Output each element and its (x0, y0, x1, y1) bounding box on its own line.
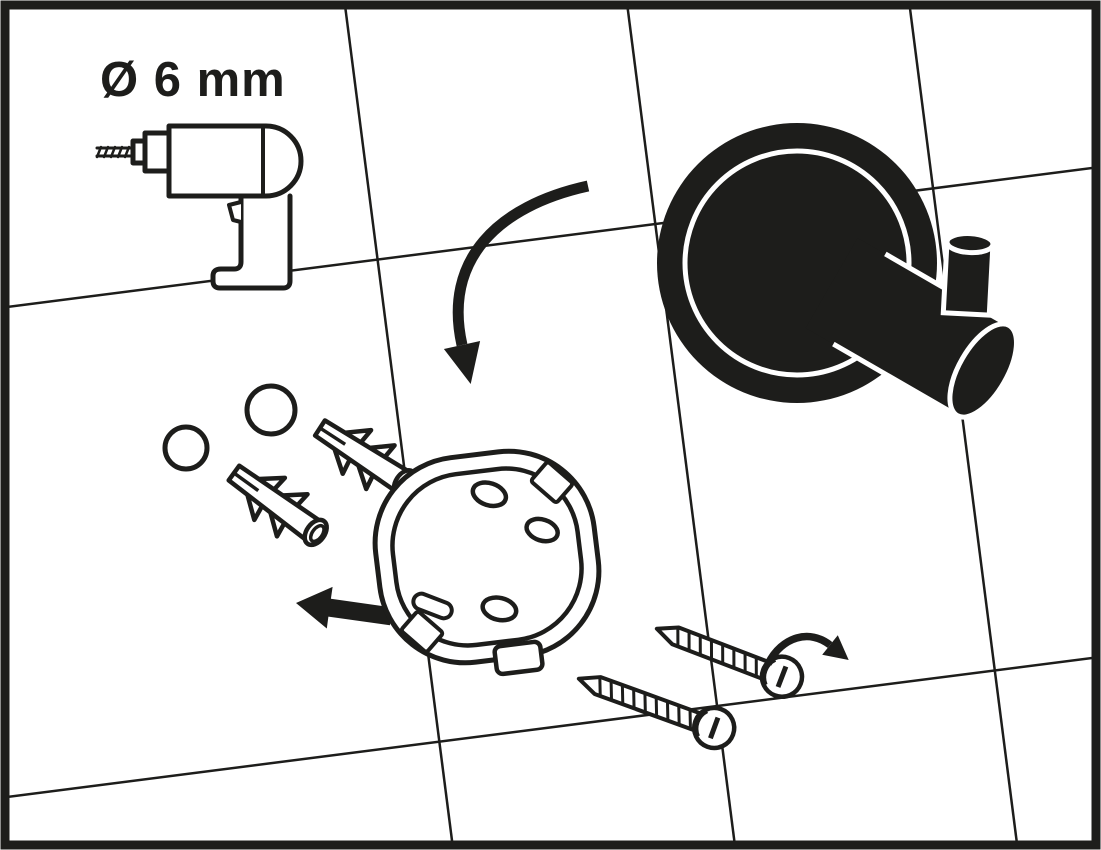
drill-handle (210, 193, 293, 291)
plate-keyway-notch (399, 609, 445, 654)
push-arrow-icon (296, 586, 393, 629)
hook-peg-cap (944, 231, 996, 256)
screw-threads (676, 627, 758, 677)
plate-screw-hole (470, 480, 509, 509)
drill-diameter-label: Ø 6 mm (100, 53, 286, 107)
plate-bottom-tab (492, 639, 545, 677)
drill-trigger (227, 200, 243, 224)
screw-slot (708, 716, 721, 740)
drill-hole-icon (162, 424, 210, 472)
plate-screw-hole (524, 516, 560, 544)
rotate-mount-arrow-icon (443, 180, 590, 384)
tile-grout-line (603, 9, 755, 841)
drill-bit (95, 145, 135, 159)
hook-arm-endcap (947, 321, 1019, 420)
anchor-mouth (308, 523, 326, 544)
drill-chuck (142, 130, 172, 174)
drill-body (166, 123, 304, 199)
screw-threads (598, 676, 692, 729)
plate-keyway-notch (529, 460, 575, 505)
anchor-slit (234, 472, 260, 493)
tile-grout-line (9, 149, 1092, 332)
hook-peg (940, 231, 996, 318)
drill-icon (95, 123, 304, 291)
screw-icon (576, 675, 737, 751)
drill-hole-icon (244, 383, 298, 437)
plate-slot (411, 591, 454, 621)
plate-screw-hole (480, 595, 519, 623)
tile-grout-line (9, 631, 1092, 815)
screw-head-rim (695, 710, 709, 737)
screw-rotation-arrow-icon (764, 632, 849, 666)
plate-inner-rim (390, 466, 584, 648)
screw-slot (775, 665, 789, 688)
hook-flange-ring (682, 148, 912, 378)
tile-grout-line (325, 9, 477, 841)
wall-hook-icon (657, 123, 1019, 420)
mounting-plate-icon (372, 448, 602, 677)
anchor-slit (320, 427, 347, 446)
screw-icon (654, 625, 805, 699)
wall-anchor-icon (226, 463, 329, 548)
